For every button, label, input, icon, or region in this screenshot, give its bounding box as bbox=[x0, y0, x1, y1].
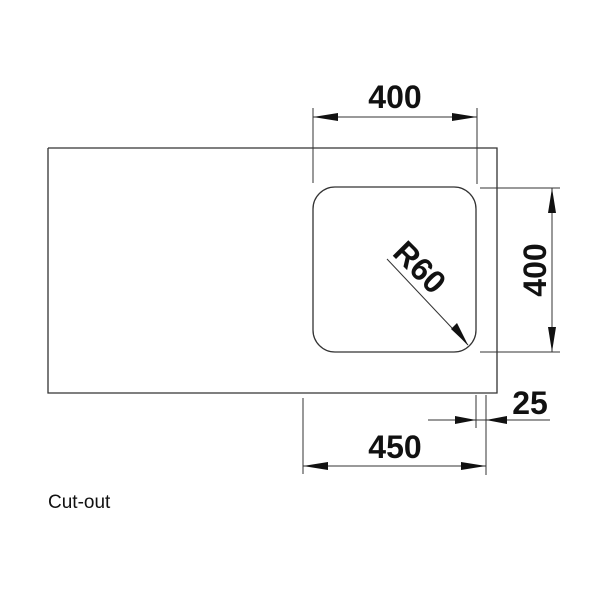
bottom-width-dimension: 450 bbox=[302, 395, 487, 475]
arrow-left-icon bbox=[313, 113, 338, 121]
drawing-caption: Cut-out bbox=[48, 492, 111, 513]
top-width-label: 400 bbox=[368, 79, 421, 115]
arrow-radius-icon bbox=[451, 323, 468, 345]
top-width-dimension: 400 bbox=[312, 79, 478, 184]
sink-cutout bbox=[312, 186, 477, 353]
arrow-left-icon bbox=[303, 462, 328, 470]
radius-label: R60 bbox=[386, 234, 453, 301]
arrow-right-icon bbox=[461, 462, 486, 470]
outer-outline bbox=[47, 147, 498, 394]
arrow-right-icon bbox=[452, 113, 477, 121]
right-height-label: 400 bbox=[517, 243, 553, 296]
offset-label: 25 bbox=[512, 385, 548, 421]
bottom-width-label: 450 bbox=[368, 429, 421, 465]
arrow-right-icon bbox=[455, 416, 476, 424]
arrow-left-icon bbox=[486, 416, 507, 424]
offset-dimension: 25 bbox=[428, 385, 550, 428]
arrow-up-icon bbox=[548, 188, 556, 213]
arrow-down-icon bbox=[548, 327, 556, 352]
right-height-dimension: 400 bbox=[480, 187, 560, 353]
radius-dimension: R60 bbox=[386, 234, 469, 346]
